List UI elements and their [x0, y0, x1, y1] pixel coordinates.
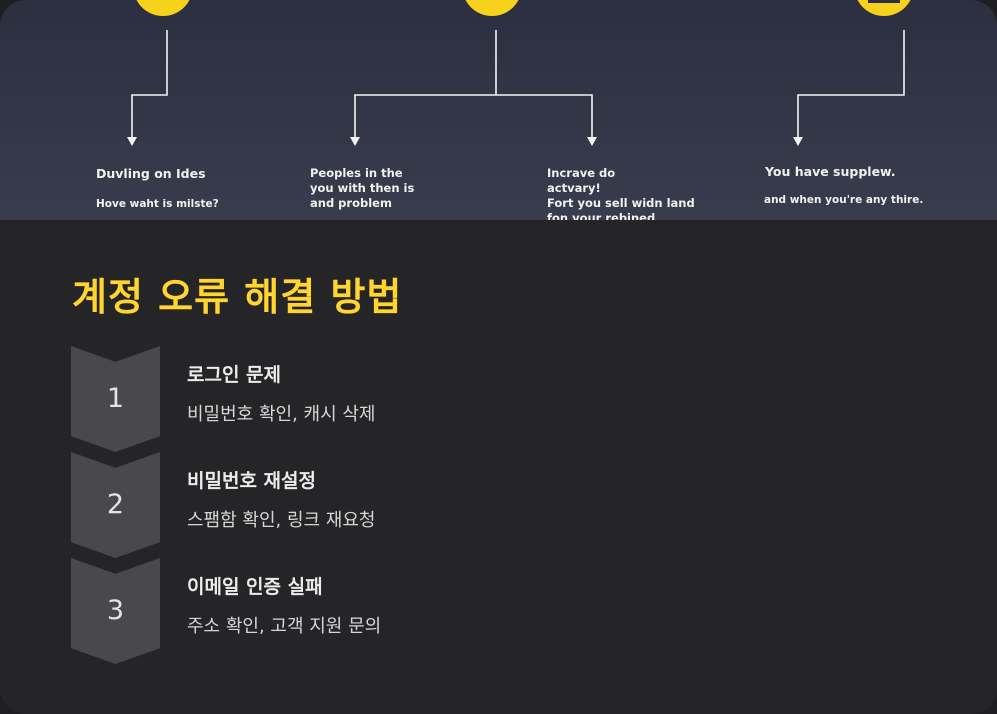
step-description: 주소 확인, 고객 지원 문의 — [187, 616, 382, 637]
caption-subtitle-4: and when you're any thire. — [764, 194, 924, 206]
step-chevron — [71, 452, 160, 558]
connector-lines — [131, 30, 905, 138]
section-title: 계정 오류 해결 방법 — [72, 275, 403, 319]
step-number: 2 — [106, 489, 125, 520]
arrowheads — [127, 137, 803, 146]
caption-subtitle-1: Hove waht is milste? — [96, 198, 219, 210]
step-description: 스팸함 확인, 링크 재요청 — [187, 510, 376, 531]
flow-diagram — [127, 0, 911, 146]
caption-title-4: You have supplew. — [765, 164, 896, 179]
step-2: 2 비밀번호 재설정 스팸함 확인, 링크 재요청 — [71, 452, 871, 558]
step-title: 이메일 인증 실패 — [187, 576, 323, 598]
step-title: 로그인 문제 — [187, 364, 282, 386]
step-number: 3 — [106, 595, 125, 626]
node-circle-2 — [465, 0, 519, 16]
node-circle-1 — [136, 0, 190, 16]
arrow-down-icon — [793, 137, 803, 146]
step-number: 1 — [106, 383, 125, 414]
arrow-down-icon — [350, 137, 360, 146]
step-1: 1 로그인 문제 비밀번호 확인, 캐시 삭제 — [71, 346, 871, 452]
caption-title-2: Peoples in the you with then is and prob… — [310, 166, 415, 210]
flow-banner-image: Duvling on Ides Hove waht is milste? Peo… — [0, 0, 997, 220]
arrow-down-icon — [127, 137, 137, 146]
step-chevron — [71, 558, 160, 664]
node-circle-3 — [857, 0, 911, 16]
step-chevron — [71, 346, 160, 452]
step-title: 비밀번호 재설정 — [187, 470, 316, 492]
caption-title-1: Duvling on Ides — [96, 166, 206, 181]
step-3: 3 이메일 인증 실패 주소 확인, 고객 지원 문의 — [71, 558, 871, 664]
caption-title-3: Incrave do actvary! Fort you sell widn l… — [547, 166, 695, 220]
step-description: 비밀번호 확인, 캐시 삭제 — [187, 404, 376, 425]
arrow-down-icon — [587, 137, 597, 146]
